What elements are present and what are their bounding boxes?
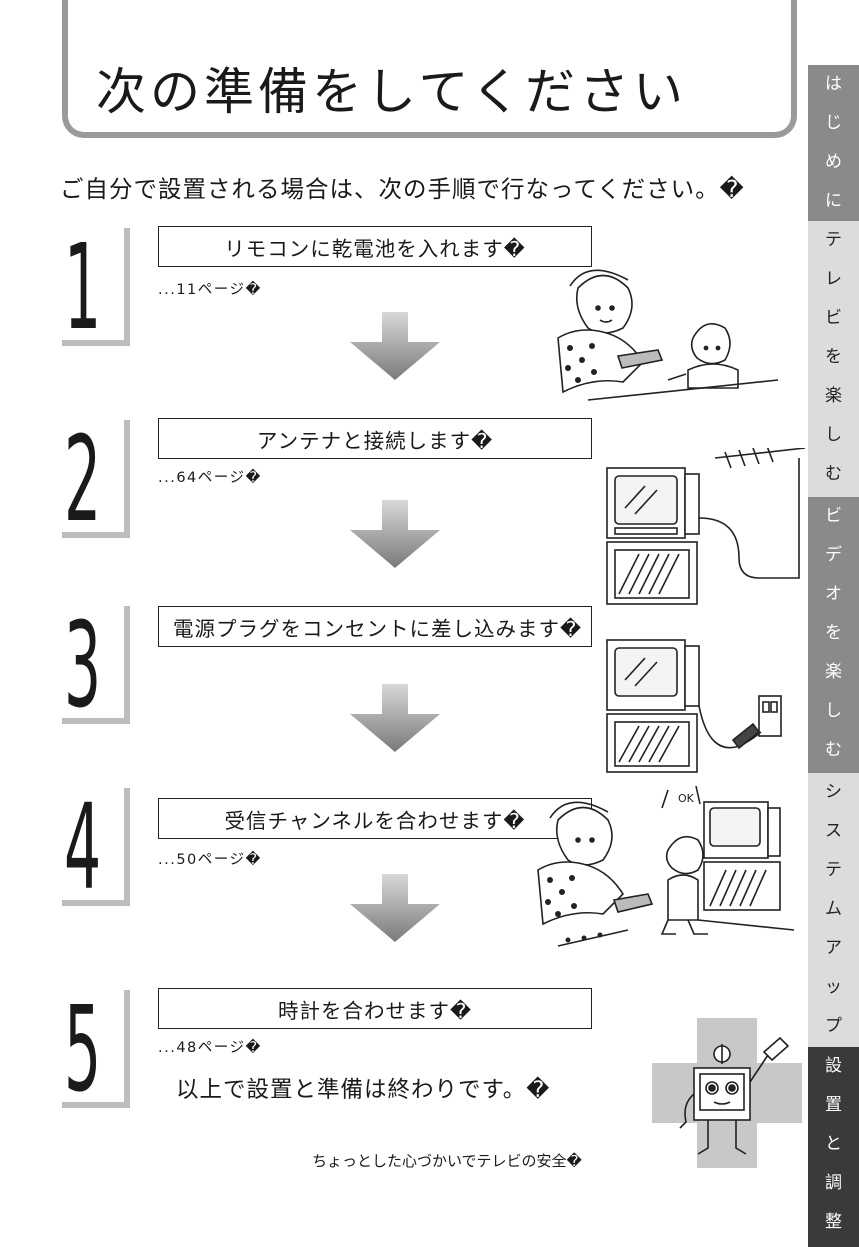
- step-1-page-ref: ...11ページ�: [158, 282, 262, 298]
- step-2-number: 2: [64, 410, 102, 548]
- down-arrow-icon: [350, 684, 440, 752]
- step-4-page-ref: ...50ページ�: [158, 852, 262, 868]
- step-2-page-ref: ...64ページ�: [158, 470, 262, 486]
- down-arrow-icon: [350, 500, 440, 568]
- completion-text: 以上で設置と準備は終わりです。�: [176, 1077, 551, 1103]
- sidebar-section-system-up: システムアップ: [808, 773, 859, 1047]
- step-3-label: 電源プラグをコンセントに差し込みます�: [158, 606, 592, 647]
- remote-battery-illustration: [557, 269, 778, 401]
- step-5-page-ref: ...48ページ�: [158, 1040, 262, 1056]
- step-5-number: 5: [64, 980, 102, 1118]
- sidebar-section-hajimeni: はじめに: [808, 65, 859, 221]
- title-frame: [62, 0, 797, 138]
- step-1-number: 1: [64, 218, 102, 356]
- sidebar-section-setup-active: 設置と調整: [808, 1047, 859, 1247]
- step-5-label: 時計を合わせます�: [158, 988, 592, 1029]
- step-2-bracket: [62, 420, 130, 538]
- sidebar-section-tv: テレビを楽しむ: [808, 221, 859, 497]
- intro-text: ご自分で設置される場合は、次の手順で行なってください。�: [60, 175, 745, 203]
- safety-caption: ちょっとした心づかいでテレビの安全�: [312, 1152, 582, 1170]
- tv-antenna-illustration: [606, 448, 805, 605]
- down-arrows: [350, 312, 440, 942]
- safety-mascot-illustration: [652, 1018, 802, 1168]
- step-3-bracket: [62, 606, 130, 724]
- tv-plug-illustration: [606, 639, 782, 773]
- channel-tuning-illustration: OK: [537, 785, 795, 947]
- down-arrow-icon: [350, 312, 440, 380]
- step-3-number: 3: [64, 596, 102, 734]
- step-5-bracket: [62, 990, 130, 1108]
- step-4-bracket: [62, 788, 130, 906]
- step-2-label: アンテナと接続します�: [158, 418, 592, 459]
- down-arrow-icon: [350, 874, 440, 942]
- step-4-label: 受信チャンネルを合わせます�: [158, 798, 592, 839]
- step-1-label: リモコンに乾電池を入れます�: [158, 226, 592, 267]
- ok-label: OK: [678, 792, 695, 805]
- page-title: 次の準備をしてください: [96, 63, 687, 121]
- step-1-bracket: [62, 228, 130, 346]
- sidebar-section-video: ビデオを楽しむ: [808, 497, 859, 773]
- step-4-number: 4: [64, 778, 102, 916]
